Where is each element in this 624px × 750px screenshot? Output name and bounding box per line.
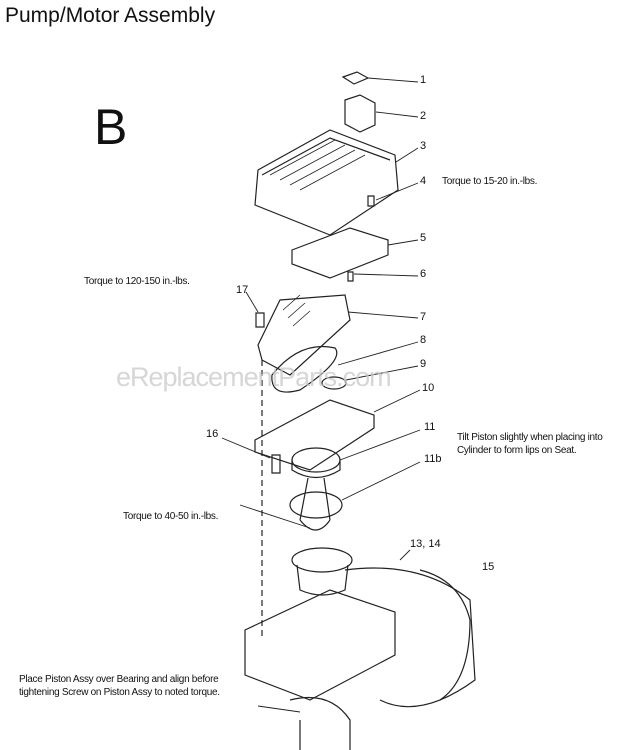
leader-lines: [221, 77, 421, 713]
callout-8: 8: [420, 334, 427, 346]
callout-10: 10: [422, 382, 435, 394]
piston-skirt: [291, 460, 341, 479]
torque-note-4: Torque to 15-20 in.-lbs.: [442, 176, 538, 187]
callout-17: 17: [236, 284, 249, 296]
part-1-cap: [341, 71, 370, 85]
part-7-head: [257, 294, 351, 376]
connecting-rod: [299, 477, 331, 531]
head-fins: [282, 294, 311, 327]
part-5-muffler: [291, 227, 389, 279]
cylinder: [291, 547, 353, 573]
callout-6: 6: [420, 268, 427, 280]
callout-3: 3: [420, 140, 427, 152]
place-note-line1: Place Piston Assy over Bearing and align…: [19, 674, 219, 685]
part-11-piston: [291, 447, 341, 473]
callout-13-14: 13, 14: [410, 538, 441, 550]
callout-1: 1: [420, 74, 427, 86]
part-17-screw: [255, 312, 265, 328]
section-letter: B: [94, 99, 128, 155]
cover-fins: [269, 139, 366, 191]
crankcase: [244, 589, 396, 701]
part-6-screw: [347, 271, 354, 282]
tilt-note-line1: Tilt Piston slightly when placing into: [457, 432, 603, 443]
callout-11b: 11b: [424, 453, 442, 465]
callout-2: 2: [420, 110, 427, 122]
motor-endcap: [419, 569, 471, 701]
part-11b-seal: [289, 491, 343, 519]
callout-9: 9: [420, 358, 427, 370]
watermark: eReplacementParts.com: [116, 362, 392, 392]
part-4-screw: [367, 195, 375, 207]
callout-16: 16: [206, 428, 219, 440]
part-9-valve: [321, 376, 347, 390]
torque-note-17: Torque to 120-150 in.-lbs.: [84, 276, 190, 287]
cylinder-body: [296, 564, 349, 596]
callout-11: 11: [424, 421, 436, 433]
part-2-filter: [344, 94, 376, 133]
part-16-fitting: [271, 454, 281, 474]
page-title: Pump/Motor Assembly: [5, 4, 216, 27]
place-note-line2: tightening Screw on Piston Assy to noted…: [19, 687, 220, 698]
part-8-gasket: [271, 345, 338, 393]
callout-4: 4: [420, 175, 427, 187]
tilt-note-line2: Cylinder to form lips on Seat.: [457, 445, 577, 456]
motor-base: [289, 696, 351, 750]
part-10-valve-plate: [254, 399, 375, 471]
callout-5: 5: [420, 232, 427, 244]
motor-13-14: [344, 567, 476, 708]
callout-15: 15: [482, 561, 495, 573]
part-3-cover: [254, 129, 399, 236]
callout-7: 7: [420, 311, 427, 323]
torque-note-piston: Torque to 40-50 in.-lbs.: [123, 511, 219, 522]
